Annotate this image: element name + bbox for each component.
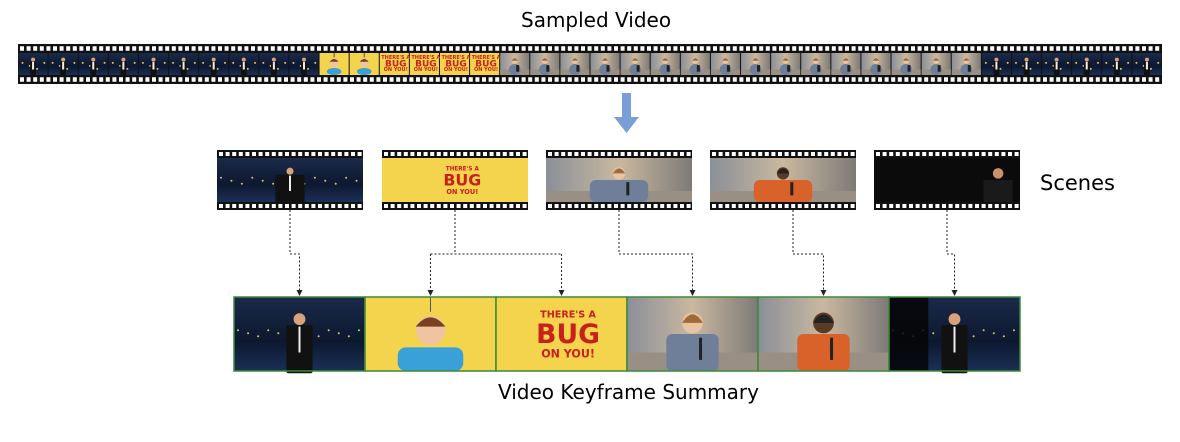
strip-frame xyxy=(138,53,169,76)
down-arrow-icon xyxy=(614,93,639,133)
keyframe-image xyxy=(364,296,497,372)
strip-frame xyxy=(650,53,680,75)
strip-frame xyxy=(921,53,951,75)
strip-frame xyxy=(199,53,229,76)
strip-frame xyxy=(1011,53,1042,76)
strip-frame xyxy=(18,53,48,76)
strip-frame xyxy=(1132,53,1162,76)
scene-thumbnail xyxy=(710,150,856,210)
keyframe-image xyxy=(757,296,890,372)
svg-text:ON YOU!: ON YOU! xyxy=(446,188,478,196)
strip-frame xyxy=(710,53,741,75)
strip-frame xyxy=(981,53,1011,76)
strip-frame xyxy=(741,53,771,75)
scene-thumbnail xyxy=(546,150,692,210)
strip-frame xyxy=(771,53,801,75)
svg-text:ON YOU!: ON YOU! xyxy=(541,348,595,361)
strip-frame xyxy=(500,53,530,75)
strip-frame xyxy=(560,53,590,75)
connector-arrow xyxy=(946,210,958,296)
strip-frame xyxy=(229,53,259,76)
strip-frame xyxy=(861,53,891,75)
scene-thumbnail xyxy=(874,150,1020,210)
strip-frame xyxy=(319,53,349,75)
connector-arrow xyxy=(618,210,696,296)
svg-text:ON YOU!: ON YOU! xyxy=(444,67,468,73)
strip-frame xyxy=(831,53,861,75)
strip-frame xyxy=(1042,53,1072,76)
svg-text:THERE'S A: THERE'S A xyxy=(472,55,501,61)
strip-frame xyxy=(1072,53,1102,76)
svg-text:THERE'S A: THERE'S A xyxy=(540,310,596,321)
connector-arrow xyxy=(289,210,303,296)
scene-keyframe-connectors xyxy=(289,210,958,296)
strip-frame xyxy=(620,53,650,75)
svg-text:THERE'S A: THERE'S A xyxy=(446,166,480,172)
strip-frame xyxy=(169,53,199,76)
strip-frame xyxy=(530,53,560,75)
sampled-video-title: Sampled Video xyxy=(521,8,672,32)
keyframe-image xyxy=(888,296,1021,374)
scenes-title: Scenes xyxy=(1040,171,1115,195)
keyframe-image xyxy=(233,296,366,374)
svg-text:BUG: BUG xyxy=(536,319,600,350)
svg-text:BUG: BUG xyxy=(385,60,407,70)
keyframe-image xyxy=(626,296,759,372)
strip-frame xyxy=(48,53,78,76)
svg-text:THERE'S A: THERE'S A xyxy=(411,55,440,61)
strip-frame xyxy=(590,53,620,75)
strip-frame xyxy=(680,53,710,75)
svg-text:ON YOU!: ON YOU! xyxy=(474,67,498,73)
svg-text:THERE'S A: THERE'S A xyxy=(381,55,410,61)
strip-frame xyxy=(891,53,921,75)
strip-frame xyxy=(801,53,831,75)
strip-frame xyxy=(78,53,108,76)
svg-text:BUG: BUG xyxy=(443,170,481,189)
svg-text:ON YOU!: ON YOU! xyxy=(414,67,438,73)
svg-text:ON YOU!: ON YOU! xyxy=(384,67,408,73)
scene-thumbnail xyxy=(217,150,363,210)
strip-frame xyxy=(289,53,319,76)
strip-frame xyxy=(259,53,289,76)
strip-frame xyxy=(951,53,981,75)
strip-frame xyxy=(1102,53,1132,76)
svg-text:BUG: BUG xyxy=(445,60,467,70)
keyframe-summary-title: Video Keyframe Summary xyxy=(498,380,759,404)
strip-frame xyxy=(108,53,138,76)
connector-arrow xyxy=(792,210,827,296)
svg-text:BUG: BUG xyxy=(475,60,497,70)
strip-frame xyxy=(349,53,379,75)
svg-text:BUG: BUG xyxy=(415,60,437,70)
svg-text:THERE'S A: THERE'S A xyxy=(441,55,470,61)
